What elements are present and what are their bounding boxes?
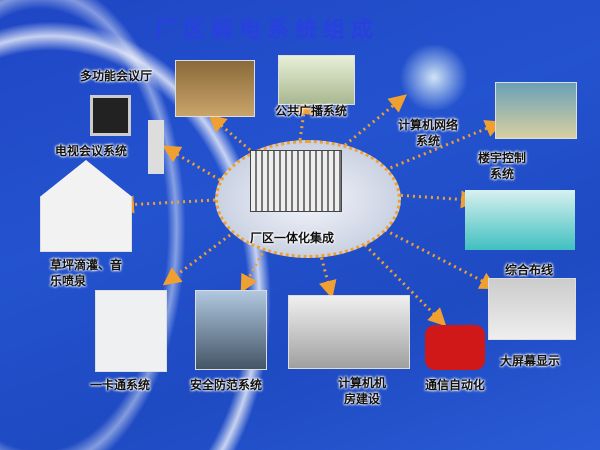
telephone-image [425, 325, 485, 370]
computer-room-image [288, 295, 410, 369]
arrow [240, 247, 267, 293]
large-screen-image [488, 278, 576, 340]
arrow [162, 233, 231, 286]
building-image [250, 150, 342, 212]
broadcast-image [278, 55, 355, 105]
node-label: 通信自动化 [425, 378, 486, 392]
arrow [384, 228, 498, 290]
node-label: 草坪滴灌、音乐喷泉 [50, 258, 123, 288]
node-label: 计算机机房建设 [338, 376, 387, 406]
node-label: 安全防范系统 [190, 378, 263, 392]
equipment-rack-image [148, 120, 164, 174]
center-label: 厂区一体化集成 [250, 231, 335, 245]
conference-hall-image [175, 60, 255, 117]
node-label: 电视会议系统 [55, 144, 128, 158]
node-label: 一卡通系统 [90, 378, 151, 392]
node-label: 综合布线 [505, 263, 554, 277]
arrow [394, 190, 479, 209]
node-label: 大屏幕显示 [500, 354, 561, 368]
arrow [344, 94, 407, 147]
video-conference-image [90, 95, 131, 136]
node-label: 计算机网络系统 [398, 118, 459, 148]
page-title: 厂区弱电系统组成 [155, 18, 380, 43]
node-label: 多功能会议厅 [80, 69, 153, 83]
arrow [162, 145, 221, 182]
arrow [116, 195, 216, 214]
node-label: 公共广播系统 [275, 104, 348, 118]
node-label: 楼宇控制系统 [478, 151, 527, 181]
building-control-image [495, 82, 577, 139]
security-image [195, 290, 267, 370]
network-image [398, 45, 470, 110]
cabling-image [465, 190, 575, 250]
arrow [318, 251, 337, 299]
card-system-image [95, 290, 167, 372]
arrow [384, 120, 504, 172]
arrow [208, 114, 251, 152]
